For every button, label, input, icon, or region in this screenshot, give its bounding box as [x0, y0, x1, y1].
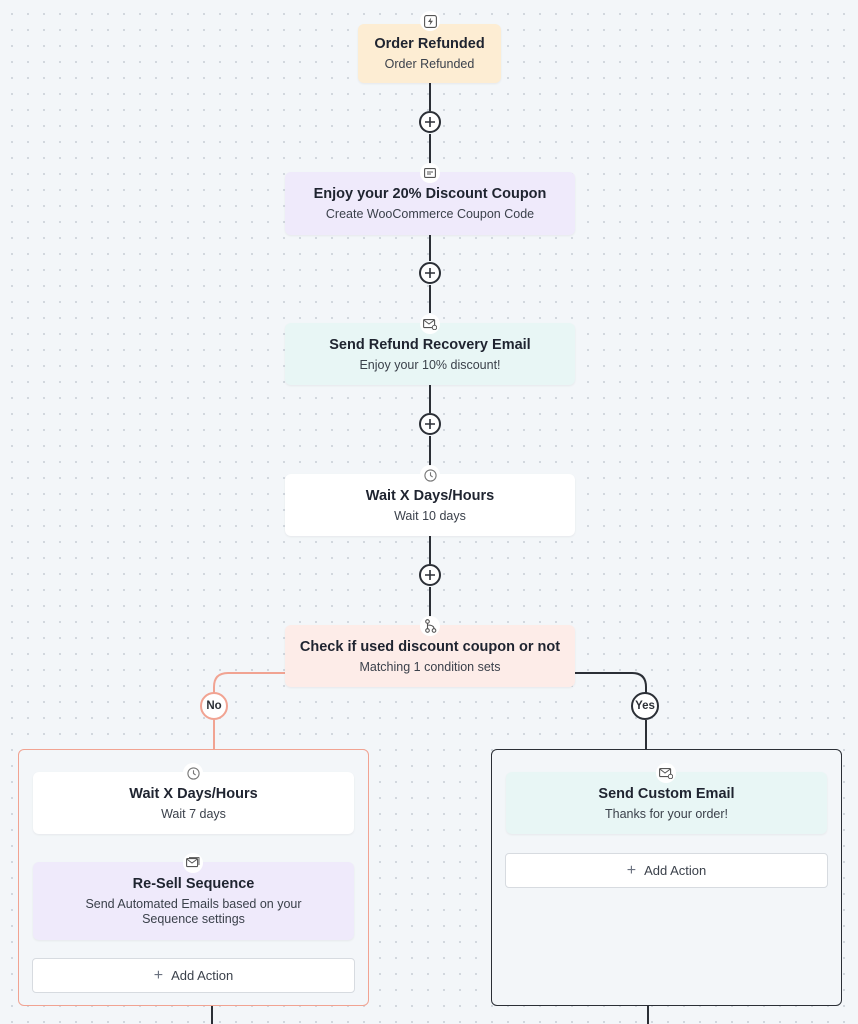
connector-line	[429, 587, 431, 617]
step-card-resell-sequence[interactable]: Re-Sell Sequence Send Automated Emails b…	[33, 862, 354, 940]
condition-subtitle: Matching 1 condition sets	[359, 659, 501, 674]
add-step-button[interactable]	[419, 262, 441, 284]
lightning-icon	[420, 11, 440, 31]
connector-line	[429, 536, 431, 564]
trigger-subtitle: Order Refunded	[384, 57, 475, 71]
plus-icon: +	[153, 966, 164, 984]
email-sequence-icon	[183, 853, 203, 873]
branch-icon	[420, 616, 440, 636]
step-subtitle: Wait 7 days	[161, 806, 226, 821]
step-subtitle: Thanks for your order!	[605, 806, 728, 821]
email-icon	[420, 314, 440, 334]
step-title: Enjoy your 20% Discount Coupon	[313, 186, 547, 202]
branch-label-yes-text: Yes	[635, 700, 655, 712]
add-action-label: Add Action	[171, 968, 234, 983]
connector-line	[429, 385, 431, 413]
add-step-button[interactable]	[419, 111, 441, 133]
add-step-button[interactable]	[419, 413, 441, 435]
plus-icon: +	[626, 861, 637, 879]
step-title: Wait X Days/Hours	[129, 785, 258, 802]
trigger-card-order-refunded[interactable]: Order Refunded Order Refunded	[358, 24, 501, 83]
step-subtitle: Send Automated Emails based on your Sequ…	[85, 897, 302, 926]
step-title: Wait X Days/Hours	[365, 487, 495, 504]
connector-line	[429, 83, 431, 111]
step-subtitle: Create WooCommerce Coupon Code	[325, 207, 535, 221]
coupon-icon	[420, 163, 440, 183]
connector-line	[429, 235, 431, 261]
add-action-button-no-branch[interactable]: + Add Action	[32, 958, 355, 993]
clock-icon	[420, 465, 440, 485]
branch-label-no-text: No	[206, 700, 222, 712]
condition-title: Check if used discount coupon or not	[299, 638, 561, 655]
step-title: Send Refund Recovery Email	[329, 336, 531, 353]
branch-label-yes: Yes	[631, 692, 659, 720]
step-subtitle: Wait 10 days	[394, 508, 466, 523]
connector-line	[429, 134, 431, 164]
add-step-button[interactable]	[419, 564, 441, 586]
connector-line	[429, 436, 431, 466]
step-title: Re-Sell Sequence	[132, 876, 255, 892]
add-action-button-yes-branch[interactable]: + Add Action	[505, 853, 828, 888]
trigger-title: Order Refunded	[374, 36, 485, 52]
clock-icon	[183, 763, 203, 783]
branch-label-no: No	[200, 692, 228, 720]
add-action-label: Add Action	[644, 863, 707, 878]
step-subtitle: Enjoy your 10% discount!	[359, 357, 501, 372]
connector-line	[429, 285, 431, 313]
step-title: Send Custom Email	[598, 785, 735, 802]
email-icon	[656, 763, 676, 783]
